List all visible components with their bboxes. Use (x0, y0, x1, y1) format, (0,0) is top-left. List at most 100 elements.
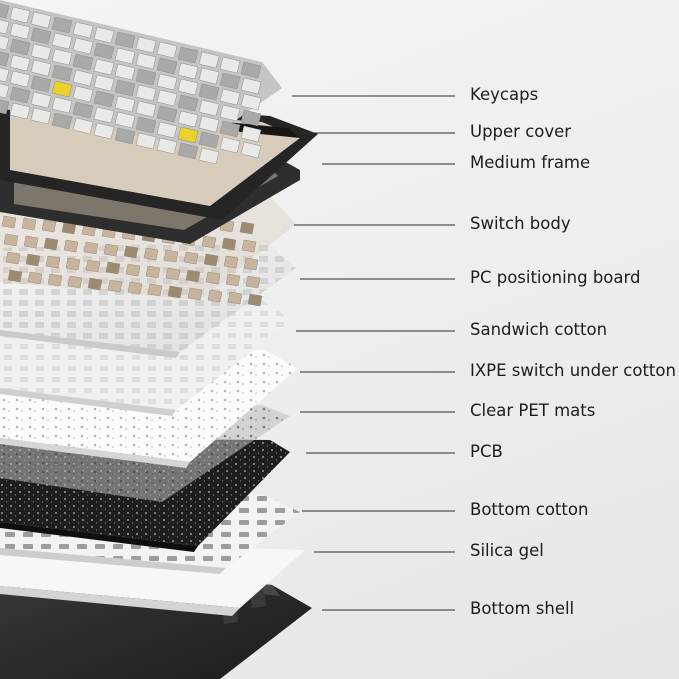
keycap (30, 75, 52, 93)
switch (87, 277, 103, 291)
keycap (93, 90, 115, 108)
layer-keycaps (0, 0, 282, 165)
switch (107, 279, 123, 293)
keycap (135, 68, 157, 86)
keycap (0, 35, 10, 51)
keycap (114, 111, 136, 129)
keycap (9, 70, 31, 88)
keycap (9, 54, 31, 72)
keycap (177, 78, 199, 96)
switch (23, 235, 39, 249)
switch (163, 249, 179, 263)
keycap (51, 48, 73, 66)
switch (247, 293, 263, 307)
keycap (93, 42, 115, 60)
keycap (135, 52, 157, 70)
switch (147, 283, 163, 297)
keycap (93, 58, 115, 76)
keycap (9, 38, 31, 56)
keycap (114, 95, 136, 113)
keycap (72, 37, 94, 55)
keycap (9, 6, 31, 24)
switch (7, 269, 23, 283)
keycap (72, 101, 94, 119)
keycap (240, 61, 262, 79)
keycap (114, 31, 136, 49)
switch (21, 217, 37, 231)
switch (83, 241, 99, 255)
keycap (0, 51, 10, 67)
keycap (114, 63, 136, 81)
keycap (177, 46, 199, 64)
switch (243, 257, 259, 271)
keycap (51, 32, 73, 50)
switch (145, 265, 161, 279)
keycap (0, 19, 10, 35)
keycap (51, 112, 73, 130)
switch (225, 273, 241, 287)
switch (41, 219, 57, 233)
keycap (240, 125, 262, 143)
switch (241, 239, 257, 253)
keycap (198, 67, 220, 85)
switch (185, 269, 201, 283)
switch (239, 221, 255, 235)
keycap (219, 120, 241, 138)
leader-lines (292, 95, 455, 611)
switch (5, 251, 21, 265)
switch (123, 245, 139, 259)
switch (245, 275, 261, 289)
keycap (72, 21, 94, 39)
keycap (177, 142, 199, 160)
switch (221, 237, 237, 251)
keycap (51, 80, 73, 98)
switch (205, 271, 221, 285)
switch (1, 215, 17, 229)
keycap (156, 57, 178, 75)
keycap (240, 141, 262, 159)
keycap (156, 73, 178, 91)
keycap (177, 110, 199, 128)
switch (65, 257, 81, 271)
switch (187, 287, 203, 301)
keycap (156, 41, 178, 59)
keycap (240, 93, 262, 111)
switch (27, 271, 43, 285)
switch (203, 253, 219, 267)
keycap (240, 109, 262, 127)
keycap (72, 117, 94, 135)
keycap (177, 94, 199, 112)
keycap (30, 91, 52, 109)
keycap (114, 127, 136, 145)
switch (3, 233, 19, 247)
keycap (219, 104, 241, 122)
switch (45, 255, 61, 269)
keycap (135, 84, 157, 102)
switch (223, 255, 239, 269)
switch (105, 261, 121, 275)
keycap (198, 83, 220, 101)
switch (63, 239, 79, 253)
keycap (0, 83, 10, 99)
switch (127, 281, 143, 295)
keycap (156, 137, 178, 155)
keycap (0, 67, 10, 83)
keycap (114, 47, 136, 65)
keycap (177, 62, 199, 80)
keycap (30, 11, 52, 29)
switch (43, 237, 59, 251)
switch (165, 267, 181, 281)
keycap (135, 116, 157, 134)
switch (125, 263, 141, 277)
switch (47, 273, 63, 287)
switch (103, 243, 119, 257)
keycap (135, 100, 157, 118)
keycap (72, 69, 94, 87)
keycap (51, 16, 73, 34)
switch (25, 253, 41, 267)
switch (183, 251, 199, 265)
keycap (219, 136, 241, 154)
keycap (198, 147, 220, 165)
keycap (177, 126, 199, 144)
